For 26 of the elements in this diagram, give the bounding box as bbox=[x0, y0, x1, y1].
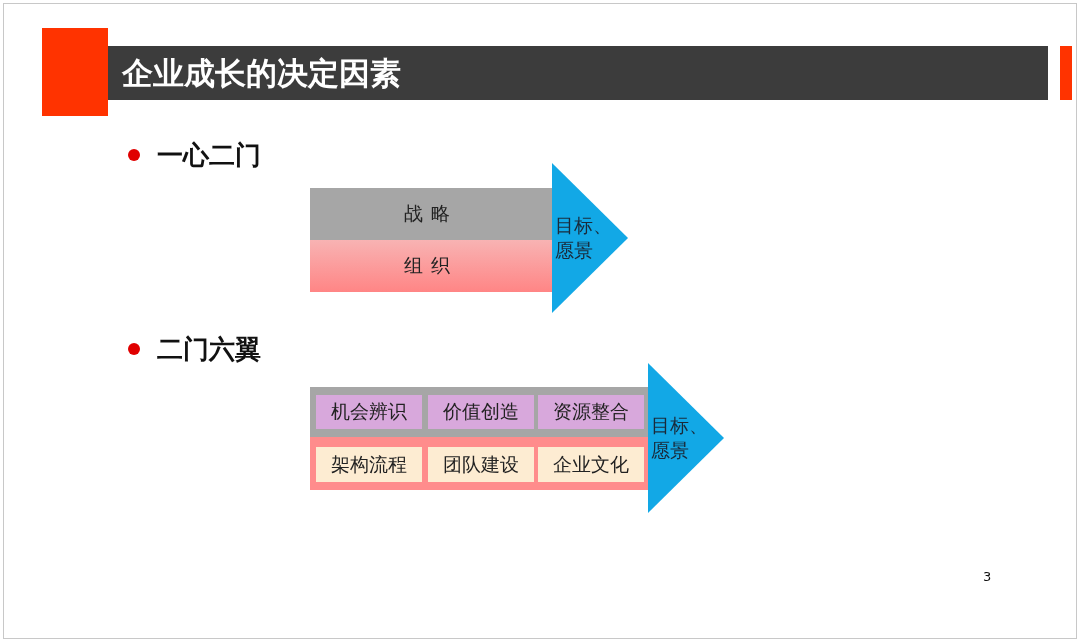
node-text: 战略 bbox=[404, 201, 458, 226]
goal-label: 目标、愿景 bbox=[555, 213, 613, 263]
label-tile bbox=[538, 395, 644, 429]
node-text: 架构流程 bbox=[331, 451, 407, 477]
band bbox=[310, 387, 648, 437]
slide-title: 企业成长的决定因素 bbox=[122, 55, 401, 91]
label-tile bbox=[538, 447, 644, 482]
band bbox=[310, 188, 552, 240]
node-text: 企业文化 bbox=[553, 451, 629, 477]
page-number: 3 bbox=[983, 569, 992, 585]
band bbox=[310, 240, 552, 292]
node-text: 组织 bbox=[404, 253, 458, 278]
label-tile bbox=[316, 395, 422, 429]
section-heading: 一心二门 bbox=[157, 139, 261, 171]
label-tile bbox=[428, 395, 534, 429]
arrow-head-shape bbox=[648, 363, 724, 513]
label-tile bbox=[316, 447, 422, 482]
label-tile bbox=[428, 447, 534, 482]
node-text: 团队建设 bbox=[443, 451, 519, 477]
node-text: 资源整合 bbox=[553, 399, 629, 424]
arrow-head-shape bbox=[552, 163, 628, 313]
node-text: 机会辨识 bbox=[331, 399, 407, 424]
goal-label: 目标、愿景 bbox=[651, 413, 709, 463]
node-text: 价值创造 bbox=[443, 399, 519, 424]
band bbox=[310, 437, 648, 490]
section-heading: 二门六翼 bbox=[157, 333, 261, 365]
